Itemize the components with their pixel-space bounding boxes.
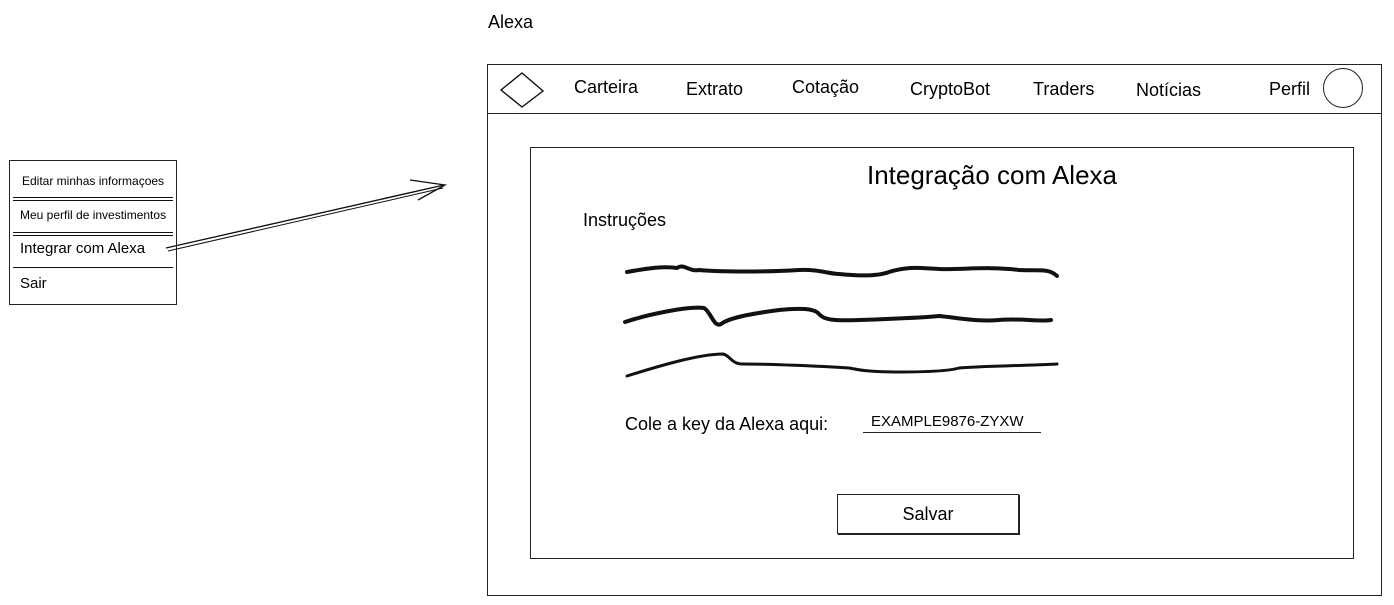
- profile-dropdown-menu: Editar minhas informaçoes Meu perfil de …: [9, 160, 177, 305]
- alexa-integration-panel: Integração com Alexa Instruções Cole a k…: [530, 147, 1354, 559]
- alexa-key-label: Cole a key da Alexa aqui:: [625, 414, 829, 434]
- app-window: Carteira Extrato Cotação CryptoBot Trade…: [487, 64, 1382, 596]
- nav-item-cryptobot[interactable]: CryptoBot: [910, 79, 991, 99]
- instructions-placeholder-scribble: [623, 264, 1059, 378]
- flow-arrow-icon: [165, 179, 448, 252]
- diamond-icon[interactable]: [498, 70, 546, 110]
- nav-item-extrato[interactable]: Extrato: [686, 79, 744, 99]
- nav-item-traders[interactable]: Traders: [1033, 79, 1095, 99]
- save-button[interactable]: Salvar: [837, 494, 1019, 534]
- alexa-key-input[interactable]: [863, 410, 1041, 433]
- nav-item-noticias[interactable]: Notícias: [1136, 80, 1202, 100]
- nav-item-carteira[interactable]: Carteira: [574, 77, 639, 97]
- panel-title: Integração com Alexa: [866, 160, 1118, 190]
- menu-divider: [13, 267, 173, 268]
- instructions-label: Instruções: [583, 210, 667, 230]
- menu-item-edit-info[interactable]: Editar minhas informaçoes: [22, 174, 165, 188]
- menu-divider: [13, 197, 173, 201]
- nav-item-perfil[interactable]: Perfil: [1269, 79, 1311, 99]
- avatar-circle-icon[interactable]: [1323, 68, 1363, 108]
- menu-item-investment-profile[interactable]: Meu perfil de investimentos: [20, 208, 167, 222]
- page-title: Alexa: [488, 12, 534, 32]
- menu-item-integrate-alexa[interactable]: Integrar com Alexa: [20, 240, 146, 257]
- top-navbar: Carteira Extrato Cotação CryptoBot Trade…: [488, 65, 1381, 114]
- menu-item-logout[interactable]: Sair: [20, 275, 47, 292]
- menu-divider: [13, 232, 173, 236]
- nav-item-cotacao[interactable]: Cotação: [792, 77, 860, 97]
